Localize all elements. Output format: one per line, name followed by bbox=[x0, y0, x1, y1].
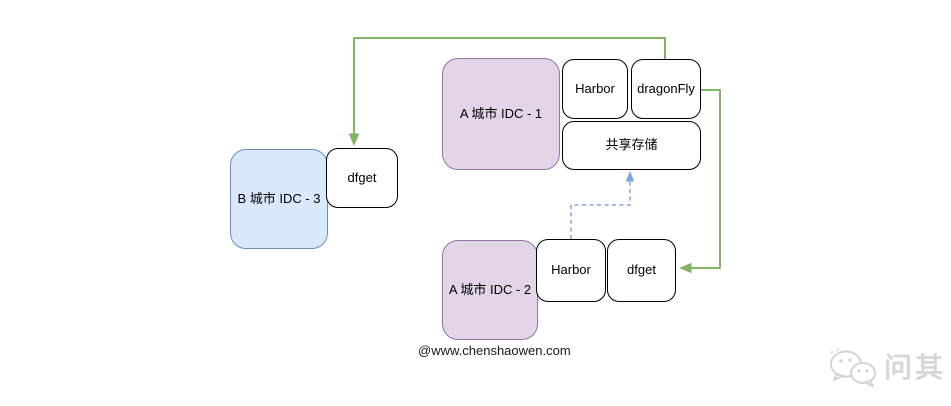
node-b3-dfget-label: dfget bbox=[347, 169, 377, 185]
node-a1-harbor-label: Harbor bbox=[575, 80, 615, 96]
edge-a2-harbor-to-storage-path bbox=[570, 181, 631, 239]
node-idc-a2: A 城市 IDC - 2 bbox=[442, 240, 538, 340]
brand-watermark-text: 问其 bbox=[884, 352, 947, 383]
node-a1-shared-storage-label: 共享存储 bbox=[605, 137, 658, 153]
node-a2-dfget: dfget bbox=[607, 239, 676, 302]
node-a1-harbor: Harbor bbox=[562, 59, 628, 119]
node-a1-shared-storage: 共享存储 bbox=[562, 121, 701, 170]
node-idc-a1: A 城市 IDC - 1 bbox=[442, 58, 560, 170]
node-a2-dfget-label: dfget bbox=[627, 262, 656, 278]
node-idc-b3-label: B 城市 IDC - 3 bbox=[237, 190, 321, 206]
edge-dragonfly-to-a2-dfget-arrowhead-icon bbox=[679, 262, 692, 274]
node-idc-a2-label: A 城市 IDC - 2 bbox=[448, 281, 532, 297]
node-idc-a1-label: A 城市 IDC - 1 bbox=[459, 105, 543, 121]
node-a2-harbor-label: Harbor bbox=[551, 262, 591, 278]
wechat-icon bbox=[830, 348, 876, 387]
node-a1-dragonfly-label: dragonFly bbox=[637, 80, 695, 96]
node-idc-b3: B 城市 IDC - 3 bbox=[230, 149, 328, 249]
node-a1-dragonfly: dragonFly bbox=[631, 59, 701, 119]
edge-a2-harbor-to-storage-arrowhead-icon bbox=[625, 171, 635, 182]
edge-dragonfly-to-b3-dfget-arrowhead-icon bbox=[348, 133, 360, 146]
watermark-credit: @www.chenshaowen.com bbox=[418, 343, 571, 358]
node-a2-harbor: Harbor bbox=[536, 239, 606, 302]
node-b3-dfget: dfget bbox=[326, 148, 398, 208]
brand-watermark: 问其 bbox=[826, 346, 946, 390]
